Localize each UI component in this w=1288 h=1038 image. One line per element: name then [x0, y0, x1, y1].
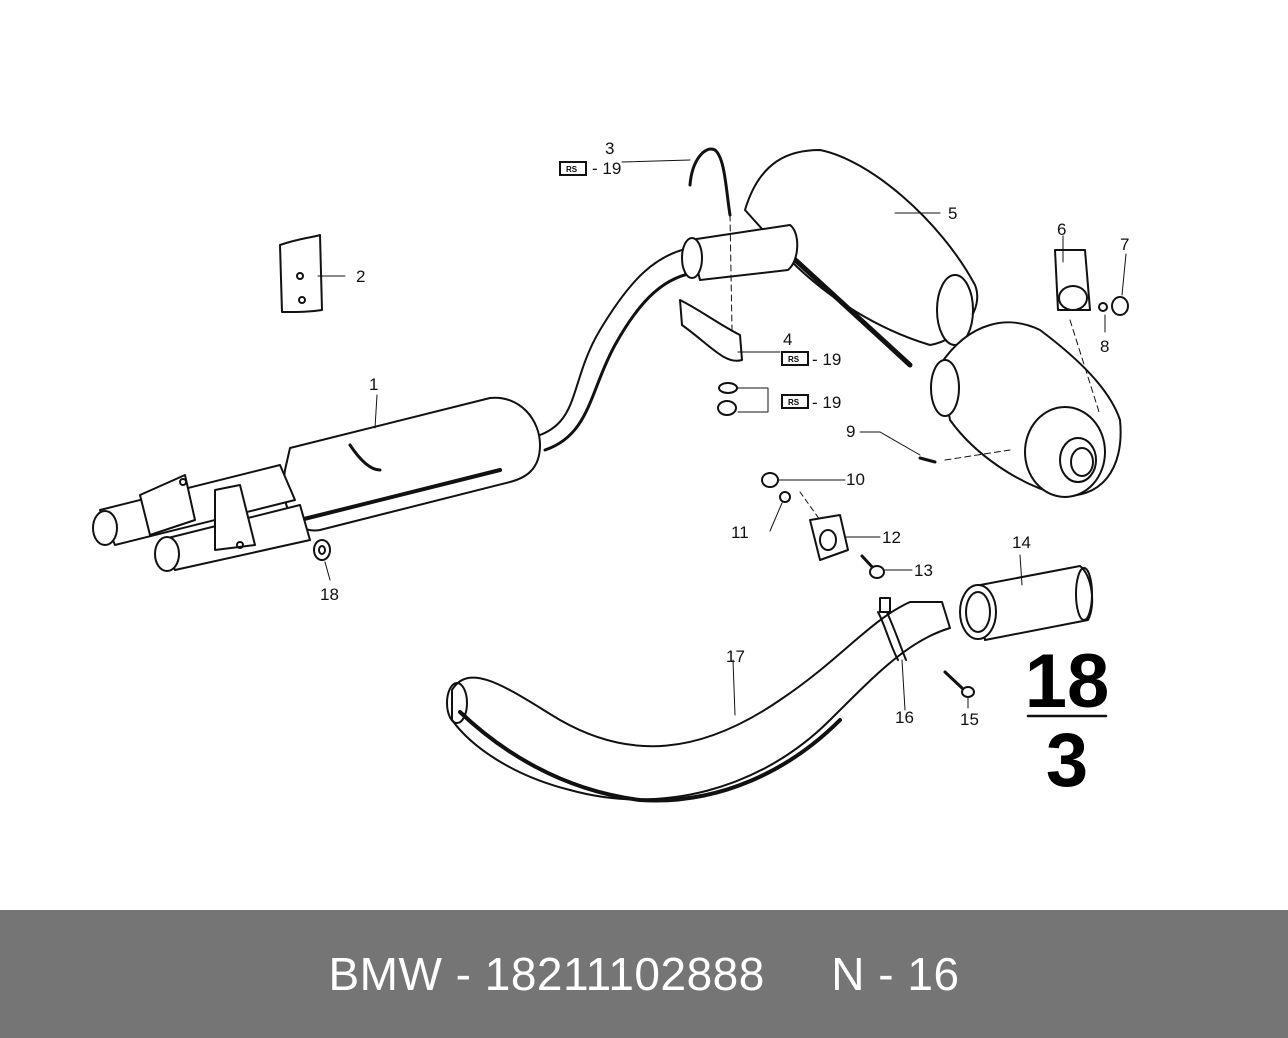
screw-9	[859, 431, 1011, 464]
caption-gap	[765, 947, 831, 1001]
callout-19-b: - 19	[812, 350, 841, 369]
brand-name: BMW	[328, 948, 443, 1000]
callout-15: 15	[960, 710, 979, 729]
callout-12: 12	[882, 528, 901, 547]
group-fraction: 18 3	[1025, 639, 1110, 803]
bolt-15	[943, 670, 975, 698]
part-number: 18211102888	[484, 948, 765, 1000]
hanger-hook	[621, 147, 732, 217]
bracket-shell	[279, 234, 346, 313]
callout-11: 11	[731, 523, 749, 542]
callout-9: 9	[846, 422, 855, 441]
callout-4: 4	[783, 330, 792, 349]
footer-caption-bar: BMW - 18211102888 N - 16	[0, 910, 1288, 1038]
exhaust-parts-diagram: RS RS RS 1 2 3 - 19 4 - 19 - 19 5 6 7 8 …	[92, 139, 1130, 803]
rear-curved-pipe	[446, 601, 951, 803]
callout-10: 10	[846, 470, 865, 489]
rs-tag-1: RS	[566, 165, 578, 174]
side-bracket	[1054, 235, 1129, 416]
callout-3: 3	[605, 139, 614, 158]
nut-18	[313, 539, 331, 561]
callout-1: 1	[369, 375, 378, 394]
callout-19-a: - 19	[592, 159, 621, 178]
callout-6: 6	[1057, 220, 1066, 239]
callout-19-c: - 19	[812, 393, 841, 412]
pipe-sleeve	[959, 554, 1094, 641]
rs-tag-2: RS	[788, 355, 800, 364]
rs-tag-3: RS	[788, 398, 800, 407]
pipe-clamp	[877, 597, 907, 711]
diagram-canvas: RS RS RS 1 2 3 - 19 4 - 19 - 19 5 6 7 8 …	[92, 139, 1129, 803]
callout-2: 2	[356, 267, 365, 286]
callout-13: 13	[914, 561, 933, 580]
rear-silencer-lower	[930, 321, 1122, 498]
rear-silencer-upper	[681, 149, 979, 368]
diagram-position: N - 16	[831, 948, 960, 1000]
callout-17: 17	[726, 647, 745, 666]
hanger-bracket	[679, 214, 781, 362]
group-denominator: 3	[1046, 718, 1088, 803]
leader-lines	[324, 561, 969, 716]
callout-14: 14	[1012, 533, 1031, 552]
callout-8: 8	[1100, 337, 1109, 356]
callout-5: 5	[948, 204, 957, 223]
rs-tags: RS RS RS	[559, 161, 809, 409]
washer-nut-group	[717, 382, 769, 416]
callout-16: 16	[895, 708, 914, 727]
group-numerator: 18	[1025, 639, 1110, 724]
callout-7: 7	[1120, 235, 1129, 254]
callout-18: 18	[320, 585, 339, 604]
callouts: 1 2 3 - 19 4 - 19 - 19 5 6 7 8 9 10 11 1…	[320, 139, 1129, 729]
front-silencer	[92, 247, 702, 572]
footer-caption: BMW - 18211102888 N - 16	[328, 947, 959, 1001]
clamp-hardware	[761, 472, 913, 579]
caption-separator: -	[442, 948, 485, 1000]
